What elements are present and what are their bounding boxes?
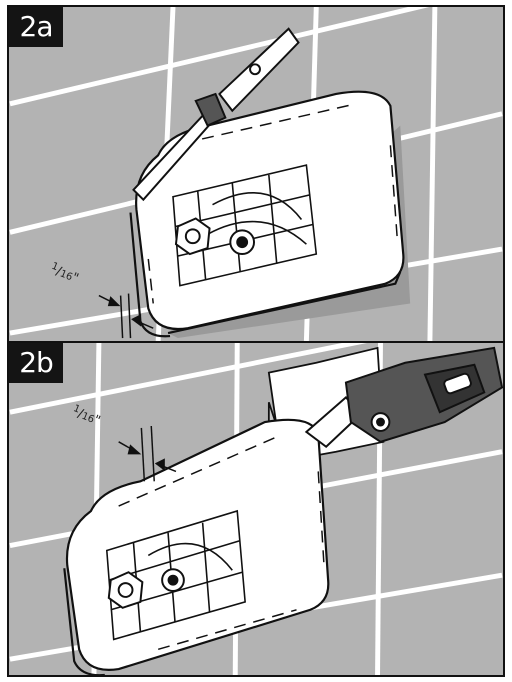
valve-stem xyxy=(229,229,256,256)
illustration-2a: 1/16" xyxy=(9,7,503,341)
dimension-label: 1/16" xyxy=(48,261,81,287)
illustration-2b: 1/16" xyxy=(9,343,503,675)
dimension-arrow-icon xyxy=(98,293,154,339)
hex-nut-icon xyxy=(107,571,144,609)
valve-stem xyxy=(161,568,185,592)
hex-nut-icon xyxy=(174,217,211,256)
dimension-arrow-icon xyxy=(118,425,177,482)
panel-2b: 1/16" 2b xyxy=(7,341,505,677)
valve-frame xyxy=(172,164,318,287)
panel-2a: 1/16" 2a xyxy=(7,5,505,343)
oscillating-tool-icon xyxy=(304,346,503,449)
dimension-label: 1/16" xyxy=(70,403,103,429)
step-label: 2b xyxy=(9,343,63,383)
screwdriver-icon xyxy=(132,27,300,202)
step-label: 2a xyxy=(9,7,63,47)
